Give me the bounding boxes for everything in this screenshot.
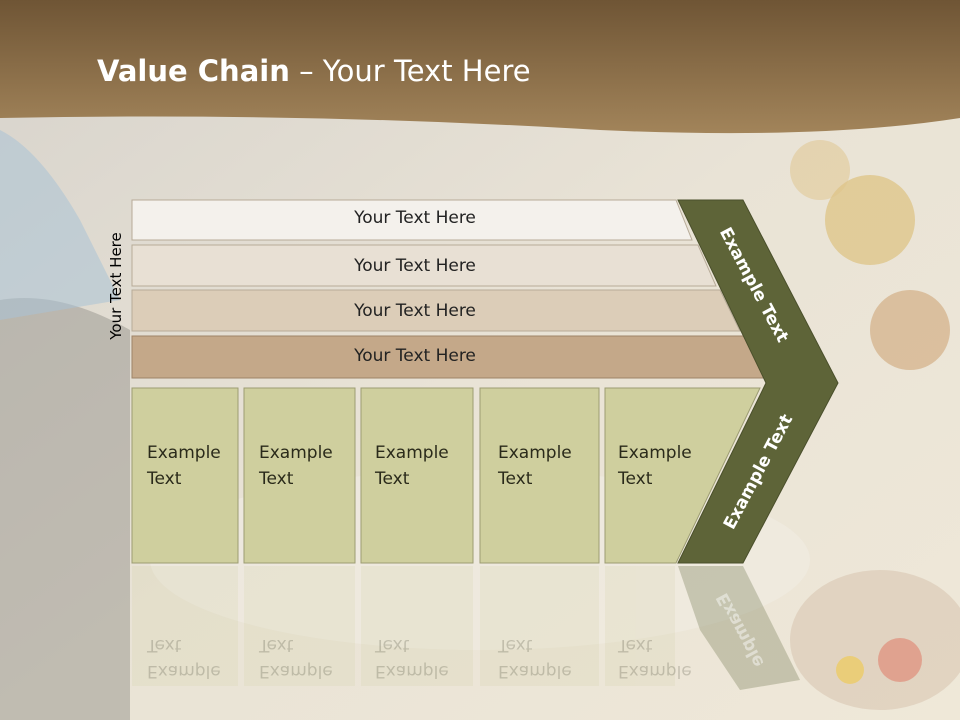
title-bold: Value Chain [97,54,290,88]
column-label-2-line2: Text [259,469,294,489]
column-label-1: Example Text [147,440,221,492]
column-label-3-line2: Text [375,469,410,489]
column-cell-4 [479,387,600,564]
column-label-1-line1: Example [147,443,221,463]
column-label-4-line2: Text [498,469,533,489]
row-label-4: Your Text Here [354,346,476,366]
title-rest: – Your Text Here [289,54,531,88]
row-bar-1 [131,199,693,241]
column-cell-2 [243,387,356,564]
row-label-3: Your Text Here [354,301,476,321]
slide-title: Value Chain – Your Text Here [97,54,531,88]
column-cell-1 [131,387,239,564]
chevron-reflection [678,566,800,690]
column-cell-5 [604,387,761,564]
chevron-arrow [677,199,839,564]
row-bar-3 [131,289,741,332]
row-bar-2 [131,244,717,287]
column-label-3: Example Text [375,440,449,492]
column-label-3-line1: Example [375,443,449,463]
column-label-4: Example Text [498,440,572,492]
column-label-5: Example Text [618,440,692,492]
column-cell-3 [360,387,474,564]
column-label-2: Example Text [259,440,333,492]
column-label-2-line1: Example [259,443,333,463]
column-label-5-line1: Example [618,443,692,463]
reflection [132,566,675,686]
column-label-1-line2: Text [147,469,182,489]
row-label-2: Your Text Here [354,256,476,276]
column-label-4-line1: Example [498,443,572,463]
row-label-1: Your Text Here [354,208,476,228]
column-label-5-line2: Text [618,469,653,489]
